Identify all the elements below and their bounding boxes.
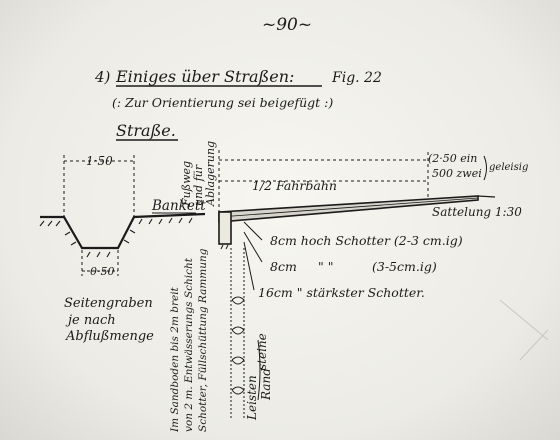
curb-chain-links (231, 296, 245, 395)
page-number: ~90~ (262, 15, 312, 35)
heading-subtitle: (: Zur Orientierung sei beigefügt :) (112, 95, 333, 110)
road-layer-line (218, 197, 479, 218)
layer2-label-c: (3-5cm.ig) (372, 259, 437, 274)
layer2-label-b: " " (318, 259, 333, 274)
curbstone (218, 211, 232, 245)
vertical-note-1: Im Sandboden bis 2m breit (169, 286, 181, 433)
seitengraben-line3: Abflußmenge (65, 329, 154, 344)
leader-layer2 (243, 231, 263, 263)
vertical-note-3: Schotter, Füllschüttung Rammung (197, 248, 209, 432)
vertical-note-2: von 2 m. Entwässerungs Schicht (183, 257, 195, 432)
fussweg-label-2: und für (192, 164, 205, 206)
road-slope-extension (477, 195, 496, 198)
layer2-label-a: 8cm (270, 259, 297, 274)
layer3-label: 16cm " stärkster Schotter. (258, 285, 425, 300)
half-roadway-label: 1/2 Fahrbahn (252, 178, 337, 193)
ground-and-ditch-profile (40, 212, 206, 250)
ditch-width-label: 1·50 (86, 154, 113, 168)
bankett-label: Bankett (151, 198, 206, 214)
curbstone-foot (220, 244, 229, 250)
heading-number: 4) (94, 68, 111, 86)
ground-hatching (39, 217, 193, 258)
leisten-label: Leisten (245, 375, 259, 421)
seitengraben-line2: je nach (65, 313, 116, 328)
right-note-bracket (483, 155, 487, 181)
leader-layer1 (243, 221, 263, 241)
right-note-geleisig: geleisig (489, 162, 528, 173)
scan-artifacts (499, 299, 549, 361)
sattelung-label: Sattelung 1:30 (432, 205, 522, 219)
section-title: Straße. (116, 121, 176, 140)
layer1-label: 8cm hoch Schotter (2-3 cm.ig) (270, 233, 463, 248)
ditch-bottom-label: 0·50 (90, 265, 115, 278)
heading-title: Einiges über Straßen: (115, 67, 294, 86)
fussweg-label-3: Ablagerung (204, 141, 217, 207)
right-note-line2: 500 zwei (432, 167, 482, 180)
right-note-line1: (2·50 ein (428, 152, 477, 165)
leisten-bracket (257, 339, 261, 401)
rand-label: Rand (259, 368, 273, 401)
leader-layer3 (243, 241, 255, 291)
seitengraben-line1: Seitengraben (64, 296, 153, 311)
fussweg-label: Fußweg (180, 161, 193, 207)
figure-label: Fig. 22 (331, 70, 382, 86)
steine-label: steine (255, 333, 269, 370)
